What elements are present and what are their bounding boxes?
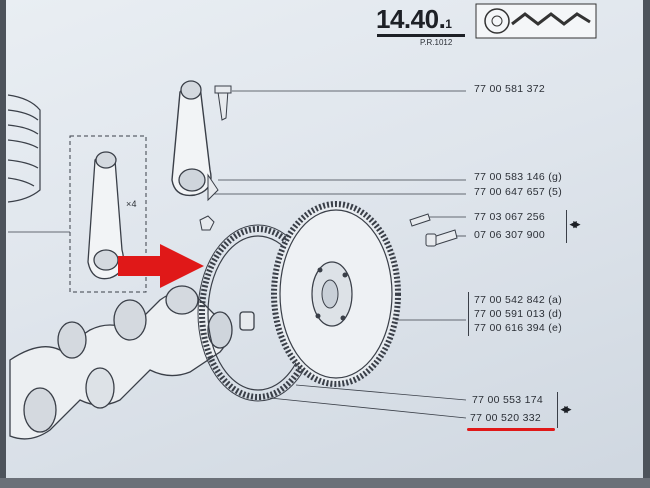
revision-code: P.R.1012 — [420, 38, 453, 47]
part-label-2: 77 00 647 657 (5) — [474, 186, 562, 198]
bracket-ring-gear — [557, 392, 558, 428]
connecting-rod-upper — [171, 80, 232, 231]
part-label-6: 77 00 591 013 (d) — [474, 308, 562, 320]
page-edge-bottom — [0, 478, 650, 488]
part-label-5: 77 00 542 842 (a) — [474, 294, 562, 306]
part-label-1: 77 00 583 146 (g) — [474, 171, 562, 183]
highlight-underline — [467, 428, 555, 431]
page-number: 14.40.1 — [376, 4, 452, 35]
page-number-sub: 1 — [445, 17, 452, 31]
crankshaft-icon — [9, 285, 255, 440]
connecting-rod-group — [8, 135, 147, 293]
flywheel-icon — [271, 201, 401, 387]
part-label-9-highlighted: 77 00 520 332 — [470, 412, 542, 424]
piston-icon — [7, 94, 41, 203]
bracket-pair-icon: ◂▸ — [561, 401, 571, 416]
bracket-flywheel — [468, 292, 469, 336]
bracket-pair-icon: ◂▸ — [570, 216, 580, 231]
page-number-main: 14.40. — [376, 4, 446, 34]
page-edge-right — [643, 0, 650, 488]
part-label-8: 77 00 553 174 — [472, 394, 544, 406]
quantity-label: ×4 — [126, 199, 137, 209]
part-label-0: 77 00 581 372 — [474, 83, 546, 95]
part-label-7: 77 00 616 394 (e) — [474, 322, 562, 334]
red-arrow-icon — [118, 244, 204, 288]
bracket-bolts — [566, 210, 567, 243]
crankshaft-thumbnail-icon — [475, 3, 597, 39]
title-rule — [377, 34, 465, 37]
page-edge-left — [0, 0, 6, 488]
leader-lines — [214, 90, 467, 419]
part-label-3: 77 03 067 256 — [474, 211, 546, 223]
part-label-4: 07 06 307 900 — [474, 229, 546, 241]
flywheel-bolts — [409, 213, 458, 247]
